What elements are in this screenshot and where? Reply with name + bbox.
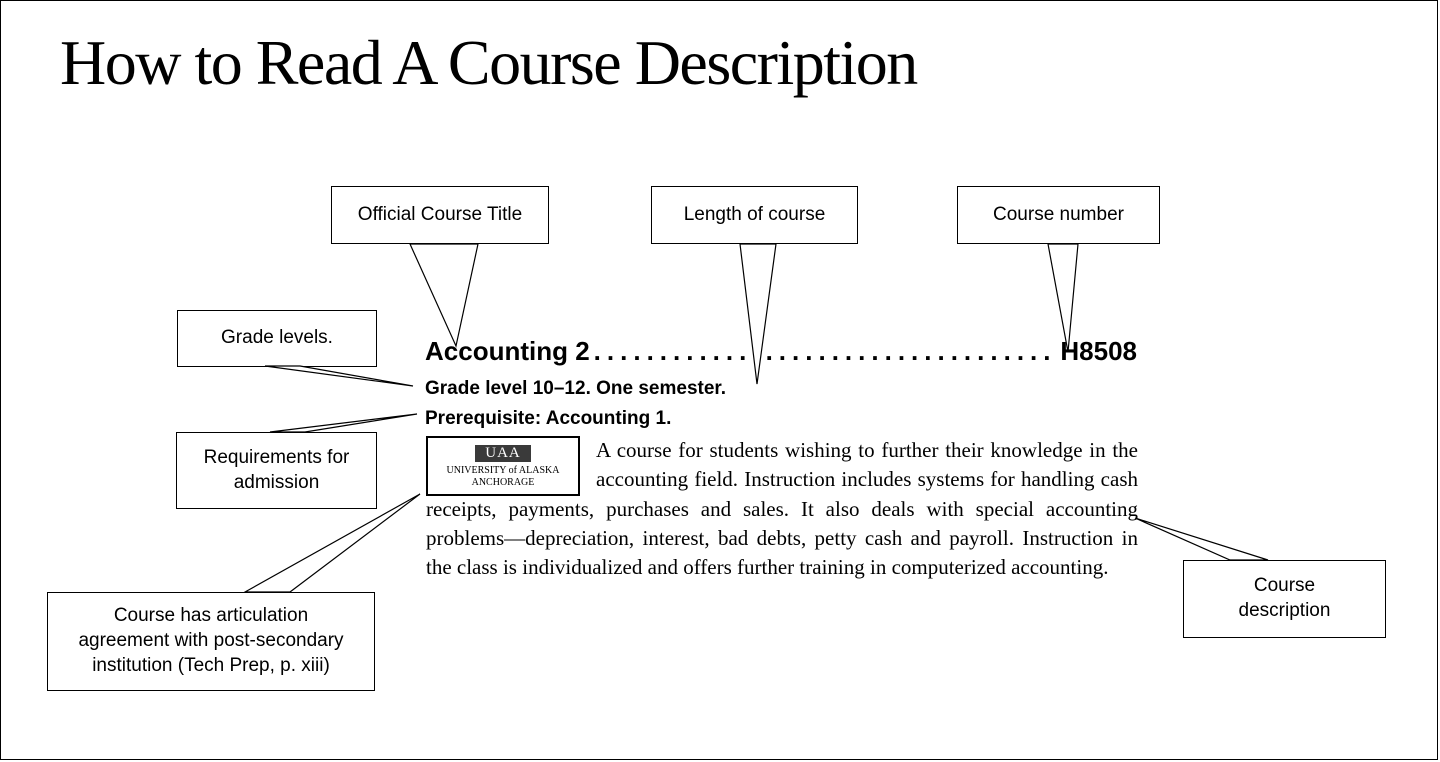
callout-label-line: Requirements for [203,446,350,468]
callout-label-line: agreement with post-secondary [78,630,344,652]
callout-official-course-title: Official Course Title [331,186,549,244]
callout-course-description: Course description [1183,560,1386,638]
sample-course-description-text: A course for students wishing to further… [426,438,1138,580]
dot-leader: ........................................ [593,336,1051,366]
callout-label-line: description [1238,600,1331,621]
callout-label-line: admission [233,471,320,493]
callout-label: Grade levels. [221,327,333,349]
logo-wrap-spacer [426,438,580,494]
callout-requirements-for-admission: Requirements for admission [176,432,377,509]
callout-course-number: Course number [957,186,1160,244]
uaa-logo-university: UNIVERSITY of ALASKA [446,464,560,476]
callout-label: Length of course [683,203,826,225]
callout-label-line: Course [1253,575,1316,597]
callout-length-of-course: Length of course [651,186,858,244]
callout-articulation-agreement: Course has articulation agreement with p… [47,592,375,691]
page-title: How to Read A Course Description [60,27,918,98]
callout-label-line: Course has articulation [113,605,309,627]
sample-grade-line: Grade level 10–12. One semester. [425,378,727,399]
callout-label: Official Course Title [357,203,523,225]
sample-course-title: Accounting 2 [425,336,590,366]
sample-course-description: A course for students wishing to further… [426,436,1138,582]
uaa-logo-mark: UAA [475,444,531,462]
callout-label-line: institution (Tech Prep, p. xiii) [92,654,330,676]
sample-course-title-row: Accounting 2 ...........................… [425,336,1137,367]
callout-label: Course number [993,203,1124,225]
sample-prerequisite-line: Prerequisite: Accounting 1. [425,408,672,429]
uaa-logo-campus: ANCHORAGE [471,476,535,488]
uaa-logo: UAA UNIVERSITY of ALASKA ANCHORAGE [426,436,580,496]
sample-course-number: H8508 [1060,336,1137,366]
callout-grade-levels: Grade levels. [177,310,377,367]
